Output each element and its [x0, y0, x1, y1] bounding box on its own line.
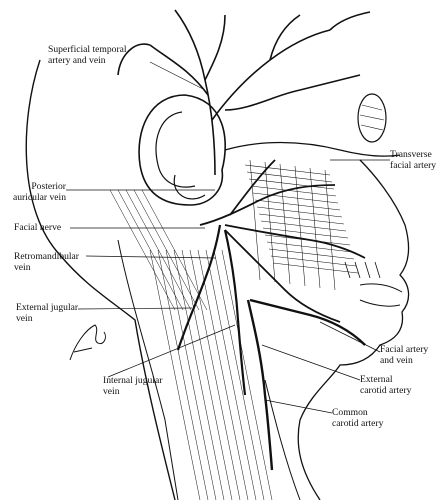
face-profile — [297, 159, 410, 500]
label-external-jugular: External jugular vein — [16, 302, 79, 324]
label-facial-artery: Facial artery and vein — [380, 344, 429, 366]
carotid-arteries — [246, 298, 366, 471]
transverse-facial-vessel — [224, 141, 401, 157]
neck-front — [264, 379, 301, 500]
ear-outer — [138, 94, 226, 206]
facial-nerve-branches — [199, 159, 366, 323]
label-common-carotid: Common carotid artery — [332, 407, 384, 429]
neck-veins — [176, 224, 247, 396]
label-internal-jugular: Internal jugular vein — [103, 375, 163, 397]
eye-region — [357, 93, 387, 143]
ear-lobe — [173, 174, 206, 200]
label-facial-nerve: Facial nerve — [14, 222, 62, 233]
leader-lines — [66, 61, 390, 414]
neck-muscle-lines — [109, 189, 273, 500]
label-retromandibular: Retromandibular vein — [14, 251, 80, 273]
label-posterior-auricular: Posterior auricular vein — [12, 181, 66, 203]
head-outline — [25, 59, 176, 500]
parotid-hatching — [244, 159, 359, 291]
teeth — [344, 261, 381, 279]
label-superficial-temporal: Superficial temporal artery and vein — [48, 44, 127, 66]
eye-hatch — [359, 104, 385, 131]
artist-signature — [69, 324, 106, 361]
label-transverse-facial: Transverse facial artery — [390, 149, 437, 171]
temporal-vessels — [117, 9, 371, 176]
lips — [359, 283, 403, 307]
ear-inner — [155, 111, 196, 188]
back-of-neck — [117, 239, 179, 500]
label-external-carotid: External carotid artery — [360, 374, 412, 396]
